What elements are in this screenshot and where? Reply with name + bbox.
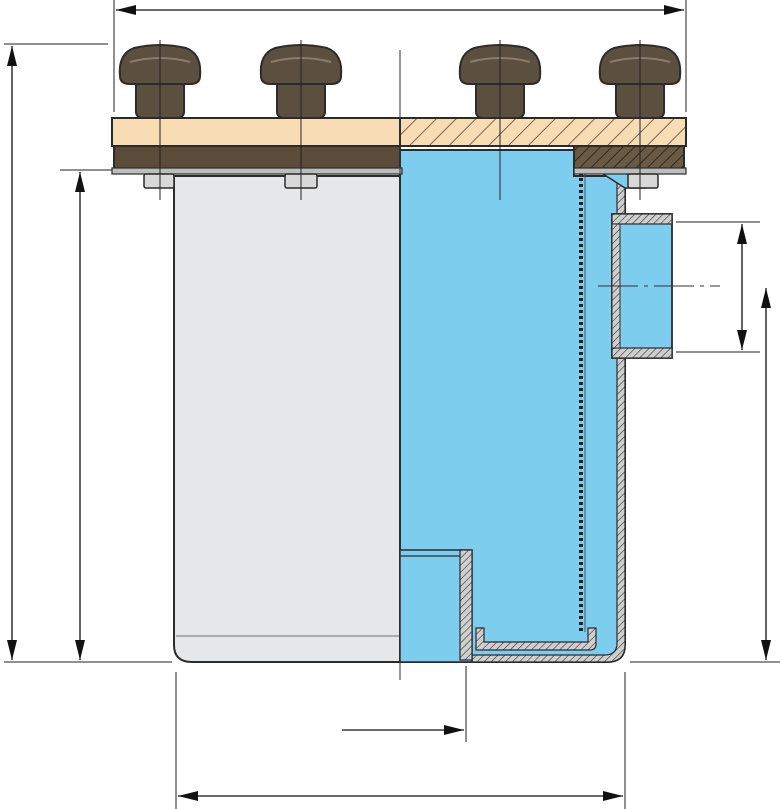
knob-2 (259, 40, 343, 200)
flange-gasket (111, 145, 687, 175)
knob-4 (598, 40, 682, 200)
extension-lines (4, 0, 780, 809)
knob-3 (458, 40, 542, 200)
lid-plate (111, 117, 687, 147)
centerlines (399, 50, 720, 680)
dimension-lines (7, 4, 771, 801)
knob-group (118, 40, 682, 200)
strainer-basket (399, 172, 597, 663)
knob-1 (118, 40, 202, 200)
housing-exterior-half (173, 175, 401, 663)
